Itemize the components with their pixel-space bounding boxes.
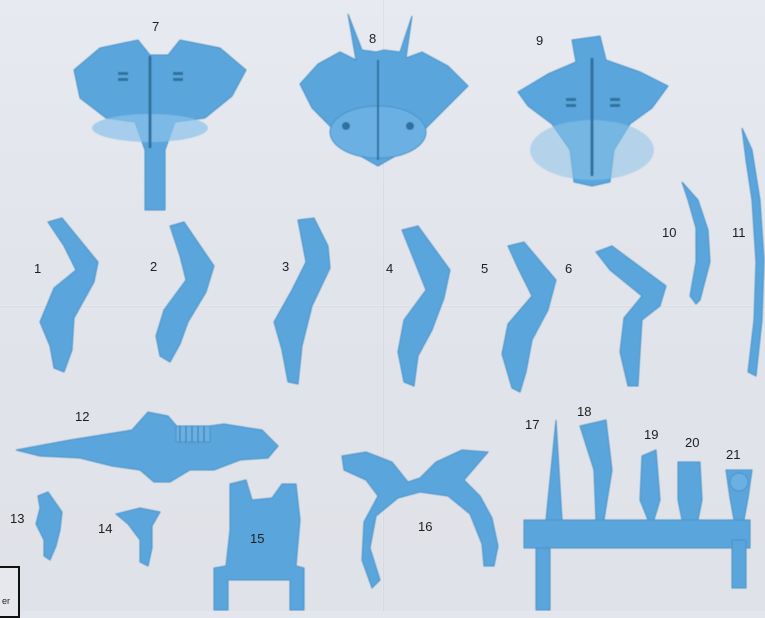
part-7-head-top [74, 40, 246, 210]
part-1-leg [40, 218, 98, 372]
part-number-4: 4 [386, 262, 393, 275]
part-number-18: 18 [577, 405, 591, 418]
part-8-head-front [300, 14, 468, 166]
part-number-3: 3 [282, 260, 289, 273]
parts-17-21-runner [524, 420, 752, 610]
part-number-13: 13 [10, 512, 24, 525]
part-13-claw [36, 492, 62, 560]
part-9-head-rear [518, 36, 668, 186]
corner-label-box [0, 566, 20, 618]
part-6-leg [596, 246, 666, 386]
part-number-14: 14 [98, 522, 112, 535]
part-5-leg [502, 242, 556, 392]
part-number-11: 11 [732, 226, 746, 239]
part-number-12: 12 [75, 410, 89, 423]
part-number-16: 16 [418, 520, 432, 533]
part-number-9: 9 [536, 34, 543, 47]
part-10-blade [682, 182, 710, 304]
part-number-5: 5 [481, 262, 488, 275]
part-number-20: 20 [685, 436, 699, 449]
part-number-15: 15 [250, 532, 264, 545]
part-number-8: 8 [369, 32, 376, 45]
part-number-21: 21 [726, 448, 740, 461]
corner-label-text: er [2, 596, 10, 606]
part-2-leg [156, 222, 214, 362]
part-number-7: 7 [152, 20, 159, 33]
part-3-leg [274, 218, 330, 384]
part-4-leg [398, 226, 450, 386]
part-11-long-blade [742, 128, 764, 376]
part-number-6: 6 [565, 262, 572, 275]
part-number-10: 10 [662, 226, 676, 239]
part-12-rifle [16, 412, 278, 482]
part-number-17: 17 [525, 418, 539, 431]
part-14-claw [116, 508, 160, 566]
part-number-2: 2 [150, 260, 157, 273]
part-number-1: 1 [34, 262, 41, 275]
part-number-19: 19 [644, 428, 658, 441]
